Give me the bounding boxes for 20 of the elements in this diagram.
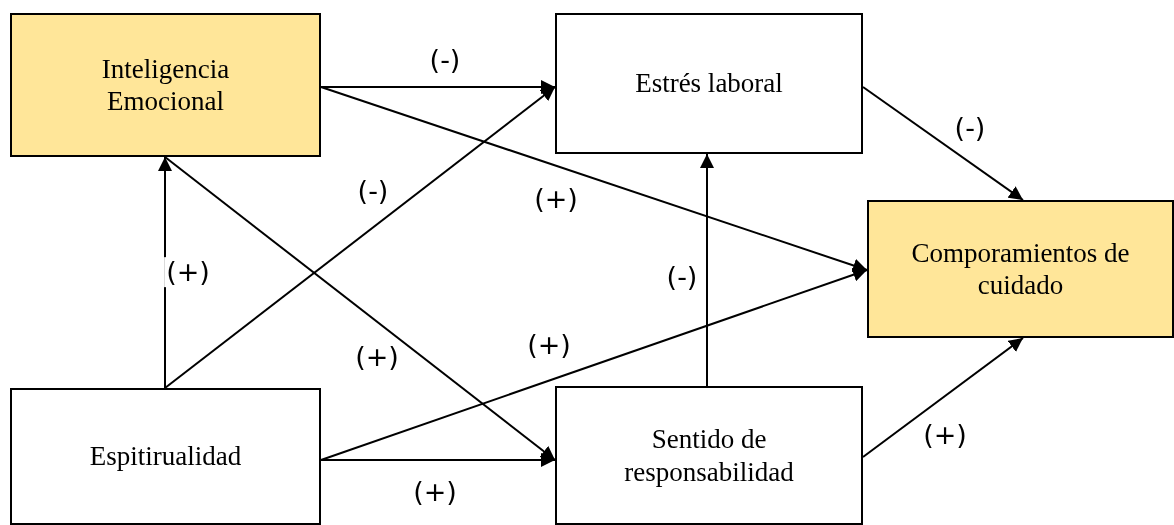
arrow (700, 153, 714, 387)
variable-name: Inteligencia Emocional (100, 52, 231, 118)
arrow (164, 86, 556, 389)
variable-name: Estrés laboral (635, 67, 783, 100)
variable-box (555, 386, 863, 525)
arrow (320, 453, 556, 467)
arrow (862, 86, 1024, 201)
arrow (320, 80, 556, 94)
variable-box (867, 200, 1174, 338)
arrow (862, 337, 1024, 458)
variable-box (10, 388, 321, 525)
arrow (158, 156, 172, 389)
arrow (320, 268, 868, 461)
variable-name: Comporamientos de cuidado (910, 236, 1131, 302)
variable-name: Sentido de responsabilidad (623, 423, 795, 488)
variable-name: Espitirualidad (89, 440, 242, 473)
arrow (164, 156, 556, 461)
variable-box (10, 13, 321, 157)
variable-box (555, 13, 863, 154)
arrow (320, 86, 868, 273)
